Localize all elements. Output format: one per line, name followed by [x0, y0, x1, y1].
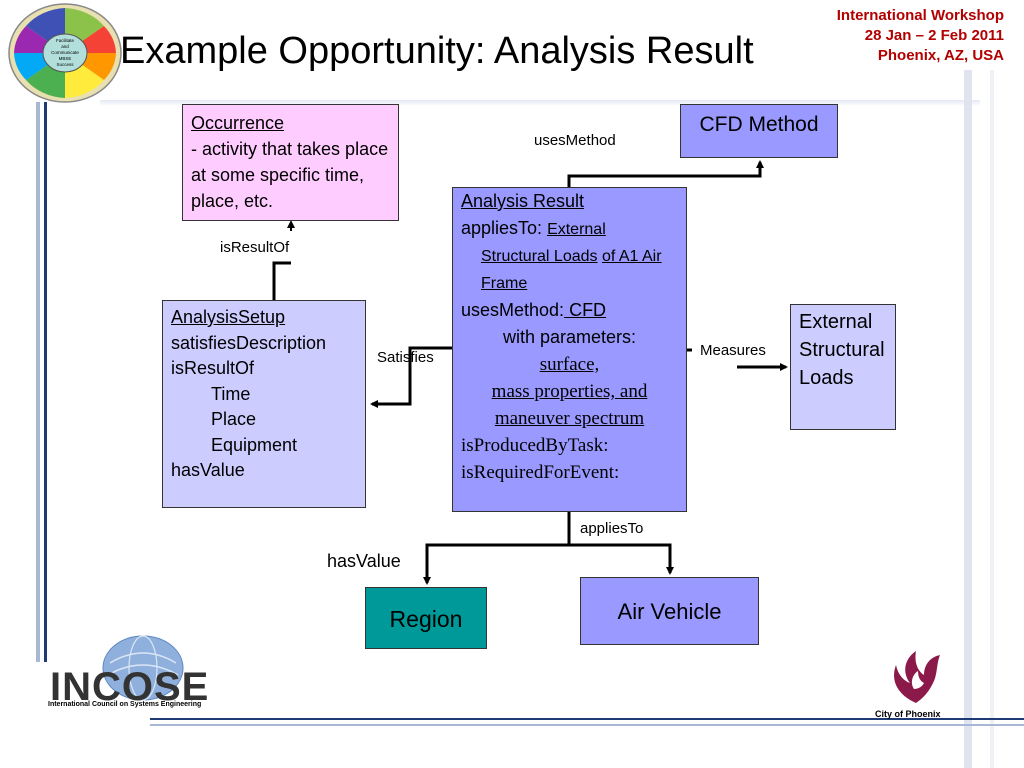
- applies-to-line: Structural Loads of A1 Air: [461, 243, 678, 270]
- air-vehicle-label: Air Vehicle: [617, 599, 722, 624]
- has-value-edge: [423, 543, 569, 585]
- satisfies-edge-label: Satisfies: [377, 349, 434, 366]
- mbse-wheel-logo: Facilitate and Communicate MBSE Success: [8, 3, 122, 103]
- incose-logo-text: INCOSE: [50, 665, 210, 709]
- applies-to-prefix: appliesTo:: [461, 218, 548, 238]
- bottom-divider: [150, 718, 1024, 720]
- analysis-setup-line: Equipment: [211, 434, 298, 455]
- workshop-info: International Workshop 28 Jan – 2 Feb 20…: [837, 6, 1004, 66]
- analysis-setup-line: Place: [211, 409, 257, 429]
- analysis-setup-line: isResultOf: [171, 358, 255, 378]
- with-parameters-line: with parameters:: [502, 327, 637, 347]
- wheel-center-text: MBSE: [59, 56, 72, 61]
- workshop-location: Phoenix, AZ, USA: [877, 47, 1004, 64]
- incose-globe-icon: [102, 635, 184, 701]
- parameter-line: maneuver spectrum: [494, 408, 645, 429]
- occurrence-line: place, etc.: [191, 191, 274, 211]
- uses-method-line: usesMethod: CFD: [461, 297, 678, 324]
- right-accent-bar: [964, 70, 972, 768]
- analysis-result-box: Analysis Result appliesTo: External Stru…: [452, 187, 687, 512]
- wheel-center-text: Communicate: [51, 50, 79, 55]
- slide-title: Example Opportunity: Analysis Result: [120, 30, 754, 72]
- is-result-of-edge-label: isResultOf: [220, 239, 290, 256]
- applies-to-line: appliesTo: External: [461, 215, 678, 243]
- phoenix-logo-text: City of Phoenix: [875, 709, 941, 719]
- phoenix-bird-icon: [894, 651, 940, 703]
- has-value-edge-label: hasValue: [327, 551, 401, 571]
- occurrence-title: Occurrence: [191, 113, 285, 133]
- wheel-center-text: Facilitate: [56, 38, 75, 43]
- applies-to-edge-label: appliesTo: [580, 520, 644, 537]
- right-accent-bar-2: [990, 70, 994, 768]
- analysis-result-title: Analysis Result: [461, 191, 585, 211]
- satisfies-edge: [370, 346, 452, 408]
- applies-to-link: of A1 Air: [601, 248, 662, 265]
- region-box: Region: [365, 587, 487, 649]
- occurrence-line: at some specific time,: [191, 165, 365, 185]
- uses-method-edge: [567, 160, 764, 187]
- analysis-setup-line: Time: [211, 383, 251, 404]
- analysis-setup-title: AnalysisSetup: [171, 307, 286, 327]
- incose-logo-subtitle: International Council on Systems Enginee…: [48, 701, 202, 708]
- is-required-for-event-line: isRequiredForEvent:: [461, 462, 620, 483]
- parameter-line: mass properties, and: [491, 381, 648, 402]
- left-accent-bar-dark: [44, 102, 47, 662]
- is-produced-by-task-line: isProducedByTask:: [461, 435, 609, 456]
- uses-method-edge-label: usesMethod: [534, 132, 616, 149]
- applies-to-link: Structural Loads: [481, 248, 598, 265]
- parameter-line: surface,: [539, 354, 600, 375]
- cfd-method-box: CFD Method: [680, 104, 838, 158]
- applies-to-edge: [567, 512, 674, 575]
- workshop-name: International Workshop: [836, 7, 1004, 24]
- external-loads-line: Structural: [799, 339, 885, 361]
- analysis-setup-box: AnalysisSetup satisfiesDescription isRes…: [162, 300, 366, 508]
- wheel-center-text: and: [61, 44, 69, 49]
- cfd-method-label: CFD Method: [699, 113, 819, 136]
- measures-edge-label: Measures: [700, 342, 766, 359]
- uses-method-link: CFD: [564, 300, 607, 320]
- applies-to-link: External: [547, 221, 606, 238]
- analysis-setup-line: satisfiesDescription: [171, 332, 327, 353]
- wheel-center-text: Success: [56, 62, 74, 67]
- occurrence-box: Occurrence - activity that takes place a…: [182, 104, 399, 221]
- workshop-dates: 28 Jan – 2 Feb 2011: [864, 27, 1004, 44]
- region-label: Region: [389, 606, 463, 632]
- bottom-divider-light: [150, 724, 1024, 726]
- external-loads-line: External: [799, 311, 873, 333]
- top-divider: [100, 100, 980, 106]
- external-loads-box: External Structural Loads: [790, 304, 896, 430]
- uses-method-prefix: usesMethod:: [461, 300, 565, 320]
- is-result-of-edge: [272, 261, 291, 300]
- air-vehicle-box: Air Vehicle: [580, 577, 759, 645]
- applies-to-link: Frame: [481, 275, 528, 292]
- occurrence-line: - activity that takes place: [191, 139, 389, 159]
- left-accent-bar: [36, 102, 40, 662]
- analysis-setup-line: hasValue: [171, 460, 245, 480]
- external-loads-line: Loads: [799, 367, 854, 389]
